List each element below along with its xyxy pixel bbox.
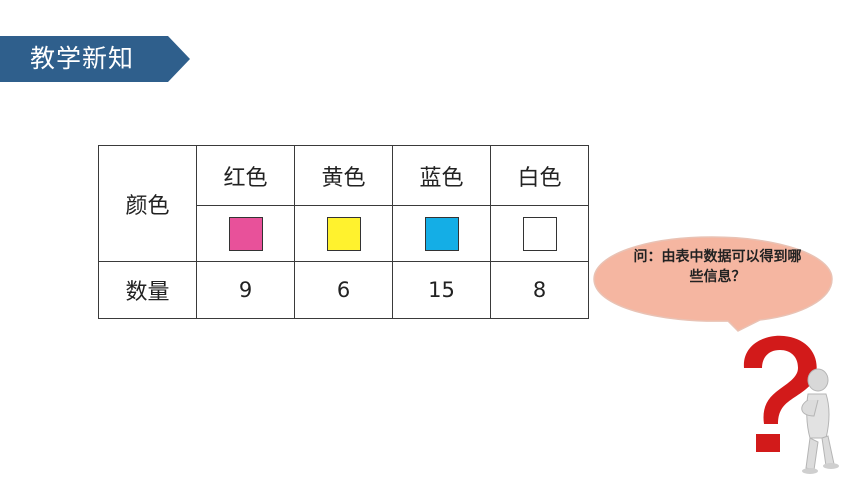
banner-shape: [0, 36, 190, 82]
column-header-red: 红色: [196, 145, 295, 206]
swatch-cell-yellow: [294, 205, 393, 262]
section-banner: 教学新知: [0, 36, 190, 82]
count-blue: 15: [392, 261, 491, 319]
color-count-table: 颜色 红色 黄色 蓝色 白色 数量 9 6 15 8: [98, 145, 589, 319]
swatch-blue: [424, 216, 459, 251]
bubble-text: 问：由表中数据可以得到哪些信息？: [633, 249, 802, 285]
question-bubble: 问：由表中数据可以得到哪些信息？: [590, 235, 835, 335]
count-white: 8: [490, 261, 589, 319]
count-red: 9: [196, 261, 295, 319]
row-label-color: 颜色: [98, 145, 197, 262]
swatch-white: [522, 216, 557, 251]
row-label-count: 数量: [98, 261, 197, 319]
swatch-yellow: [326, 216, 361, 251]
swatch-cell-white: [490, 205, 589, 262]
swatch-red: [228, 216, 263, 251]
swatch-cell-blue: [392, 205, 491, 262]
thinking-figure-question-mark: [722, 330, 850, 480]
count-yellow: 6: [294, 261, 393, 319]
column-header-blue: 蓝色: [392, 145, 491, 206]
column-header-white: 白色: [490, 145, 589, 206]
question-mark-icon: [743, 335, 839, 474]
column-header-yellow: 黄色: [294, 145, 393, 206]
bubble-shape: [593, 236, 833, 332]
page-title: 教学新知: [30, 44, 135, 73]
swatch-cell-red: [196, 205, 295, 262]
